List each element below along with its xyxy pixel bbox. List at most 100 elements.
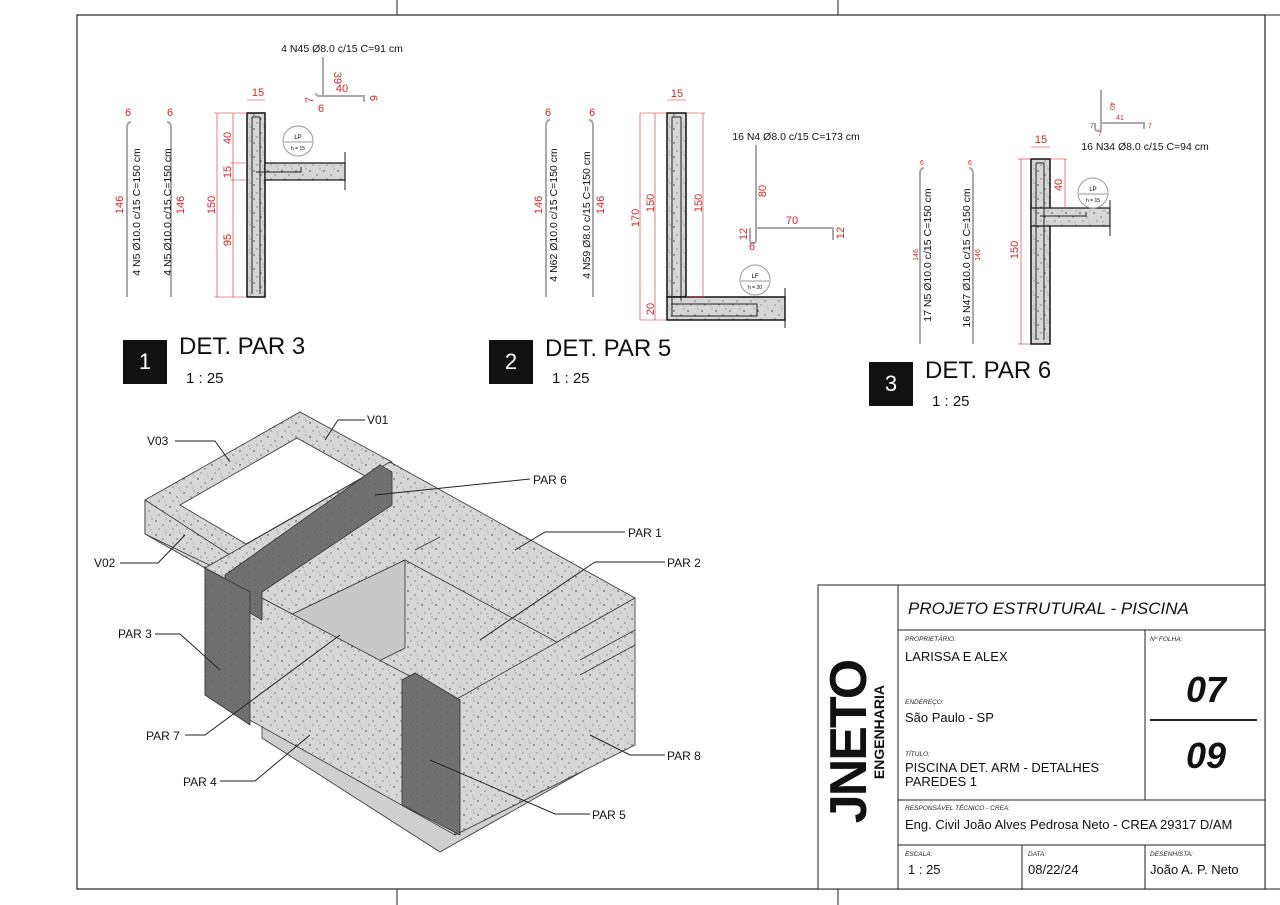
- label-v01: V01: [367, 413, 389, 427]
- logo-text: JNETO ENGENHARIA: [820, 660, 887, 823]
- slab-section: [1030, 207, 1111, 227]
- slab-tag: [739, 264, 771, 296]
- drawing-text: 6: [545, 107, 551, 119]
- drawing-text: 2: [505, 349, 517, 374]
- drawing-text: 70: [786, 215, 798, 227]
- detail-number-badge: [869, 362, 913, 406]
- dim: 40: [222, 132, 234, 144]
- drawing-text: 15: [671, 88, 683, 100]
- detail-scale: 1 : 25: [186, 370, 224, 387]
- drawing-text: 170: [630, 209, 642, 227]
- drawing-text: 150: [693, 194, 705, 212]
- detail-title: DET. PAR 6: [925, 357, 1051, 384]
- drawing-text: 146: [595, 196, 607, 214]
- drawing-text: 146: [975, 249, 982, 261]
- drawing-text: PAREDES 1: [905, 774, 977, 789]
- label-par8: PAR 8: [667, 749, 701, 763]
- dim: 95: [222, 234, 234, 246]
- drawing-text: ENDEREÇO:: [905, 699, 944, 706]
- stirrup-label: 4 N45 Ø8.0 c/15 C=91 cm: [281, 43, 403, 55]
- drawing-text: 150: [645, 194, 657, 212]
- responsible: Eng. Civil João Alves Pedrosa Neto - CRE…: [905, 817, 1232, 832]
- dim: 150: [206, 196, 218, 214]
- bar-label: 4 N59 Ø8.0 c/15 C=150 cm: [581, 151, 593, 279]
- slab-tag: [1077, 177, 1109, 209]
- project-title: PROJETO ESTRUTURAL - PISCINA: [908, 599, 1189, 618]
- sheet-border: [76, 14, 1266, 890]
- detail-2: 6 6 146 146 4 N62 Ø10.0 c/15 C=150 cm 4 …: [489, 88, 860, 387]
- drawing-text: 6: [920, 160, 924, 167]
- iso-labels: V01 V03 PAR 6 PAR 1 V02 PAR 2 PAR 3 PAR …: [94, 413, 701, 822]
- drawing-text: DESENHISTA:: [1150, 851, 1193, 858]
- drawing-text: DATA:: [1028, 851, 1046, 858]
- wall-section: [666, 112, 687, 298]
- drawing-text: ESCALA:: [905, 851, 933, 858]
- drawing-text: 6: [749, 241, 755, 253]
- bar-label: 16 N47 Ø10.0 c/15 C=150 cm: [961, 188, 973, 327]
- dim: 6: [318, 103, 324, 115]
- bar-label: 4 N5 Ø10.0 c/15 C=150 cm: [162, 148, 174, 276]
- bar-label: 4 N5 Ø10.0 c/15 C=150 cm: [131, 148, 143, 276]
- label-v03: V03: [147, 434, 169, 448]
- drawing-text: 20: [645, 303, 657, 315]
- drawing-text: h = 15: [1086, 198, 1100, 204]
- drawing-text: 41: [1116, 115, 1124, 122]
- drawing-text: 12: [738, 228, 750, 240]
- dim: 39: [331, 72, 343, 84]
- drawing-text: TÍTULO:: [905, 749, 930, 758]
- drawing-text: PROPRIETÁRIO:: [905, 634, 956, 643]
- dim: 7: [304, 97, 316, 103]
- sheet-total: 09: [1186, 735, 1226, 776]
- drawing-text: LP: [294, 135, 301, 141]
- dim: 6: [125, 107, 131, 119]
- detail-scale: 1 : 25: [552, 370, 590, 387]
- dim: 146: [114, 196, 126, 214]
- slab-section: [666, 296, 786, 321]
- label-par3: PAR 3: [118, 627, 152, 641]
- drawing-text: h = 15: [291, 146, 305, 152]
- drawing-text: 6: [589, 107, 595, 119]
- label-par5: PAR 5: [592, 808, 626, 822]
- label-par6: PAR 6: [533, 473, 567, 487]
- detail-3: 6 6 146 146 17 N5 Ø10.0 c/15 C=150 cm 16…: [869, 90, 1209, 410]
- drawing-text: 12: [835, 227, 847, 239]
- label-par2: PAR 2: [667, 556, 701, 570]
- detail-1: 6 6 146 146 4 N5 Ø10.0 c/15 C=150 cm 4 N…: [114, 43, 403, 387]
- detail-title: DET. PAR 3: [179, 333, 305, 360]
- wall-section: [246, 112, 266, 298]
- drawing-text: 146: [913, 249, 920, 261]
- drawing-text: RESPONSÁVEL TÉCNICO - CREA:: [905, 803, 1010, 812]
- par3-dark-wall: [204, 567, 251, 726]
- drawing-text: 1: [139, 349, 151, 374]
- detail-number-badge: [489, 340, 533, 384]
- label-par7: PAR 7: [146, 729, 180, 743]
- drawing-text: 7: [1090, 123, 1094, 130]
- dim: 40: [336, 83, 348, 95]
- isometric-view: [144, 411, 636, 853]
- date: 08/22/24: [1028, 862, 1079, 877]
- drawing-text: LP: [1089, 187, 1096, 193]
- drawing-text: 3: [885, 371, 897, 396]
- title-block: JNETO ENGENHARIA PROJETO ESTRUTURAL - PI…: [817, 584, 1266, 890]
- drawing-text: 40: [1108, 102, 1115, 110]
- label-par4: PAR 4: [183, 775, 217, 789]
- drafter: João A. P. Neto: [1150, 862, 1239, 877]
- dim: 15: [252, 87, 264, 99]
- detail-number-badge: [123, 340, 167, 384]
- wall-section: [1030, 158, 1051, 345]
- detail-scale: 1 : 25: [932, 393, 970, 410]
- slab-tag: [282, 125, 314, 157]
- drawing-text: 150: [1009, 241, 1021, 259]
- sheet-number: 07: [1186, 669, 1228, 710]
- bar-label: 17 N5 Ø10.0 c/15 C=150 cm: [922, 188, 934, 322]
- label-par1: PAR 1: [628, 526, 662, 540]
- detail-title: DET. PAR 5: [545, 335, 671, 362]
- drawing-text: 7: [1148, 123, 1152, 130]
- scale: 1 : 25: [908, 862, 941, 877]
- bar-label: 4 N62 Ø10.0 c/15 C=150 cm: [548, 148, 560, 282]
- drawing-text: 6: [968, 160, 972, 167]
- frame-ticks: [396, 0, 1280, 905]
- stirrup-label: 16 N4 Ø8.0 c/15 C=173 cm: [732, 131, 860, 143]
- dim: 6: [367, 95, 379, 101]
